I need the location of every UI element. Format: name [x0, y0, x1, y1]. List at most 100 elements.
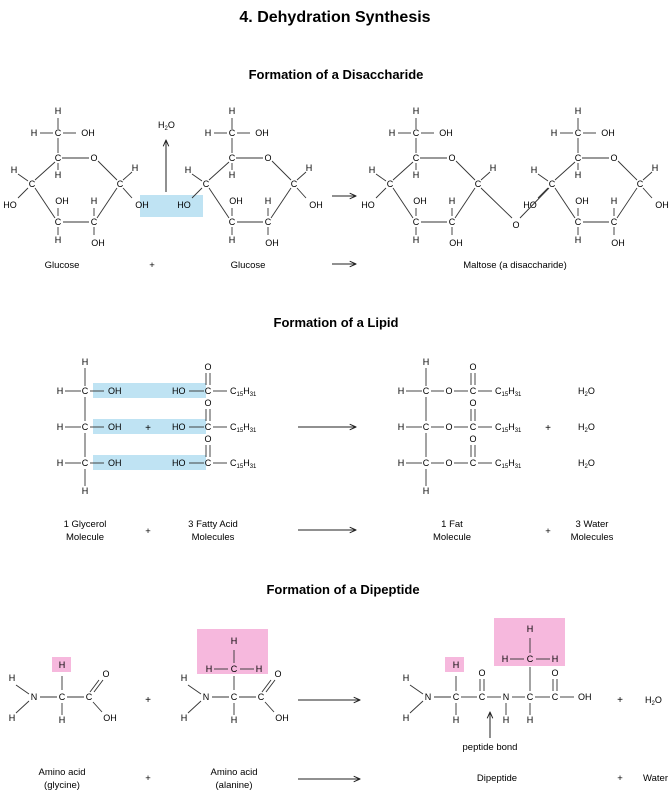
dipeptide-side-chain-highlight: [494, 618, 565, 666]
bond: [208, 161, 230, 181]
bond: [191, 187, 203, 199]
bond: [554, 187, 576, 219]
atom-label: HO: [361, 200, 375, 210]
bond: [537, 187, 549, 199]
bond: [616, 187, 638, 219]
atom-label: H: [413, 235, 420, 245]
atom-label: C: [231, 664, 238, 674]
atom-label: O: [469, 434, 476, 444]
atom-label: C: [265, 217, 272, 227]
atom-label: H: [265, 196, 272, 206]
atom-label: OH: [578, 692, 592, 702]
water-removal-highlight: [140, 195, 203, 217]
atom-label: H: [423, 357, 430, 367]
atom-label: H: [256, 664, 263, 674]
atom-label: C: [29, 179, 36, 189]
atom-label: C: [203, 179, 210, 189]
atom-label: H: [531, 165, 538, 175]
glycine-label-line-2: (glycine): [44, 780, 80, 791]
atom-label: C: [449, 217, 456, 227]
atom-label: C: [55, 128, 62, 138]
atom-label: H: [398, 386, 405, 396]
atom-label: H: [229, 106, 236, 116]
atom-label: C: [205, 422, 212, 432]
atom-label: H: [413, 106, 420, 116]
atom-label: OH: [413, 196, 427, 206]
atom-label: H: [55, 106, 62, 116]
alanine-side-chain-highlight: [197, 629, 268, 674]
atom-label: H: [11, 165, 18, 175]
glucose-label-2: Glucose: [231, 260, 266, 271]
atom-label: C: [86, 692, 93, 702]
atom-label: C: [552, 692, 559, 702]
bond: [296, 171, 307, 181]
atom-label: H: [575, 106, 582, 116]
atom-label: C: [258, 692, 265, 702]
bond: [92, 701, 103, 713]
dipeptide-plus-1: +: [145, 695, 151, 706]
atom-label: C: [229, 128, 236, 138]
atom-label: H: [527, 624, 534, 634]
atom-label: H: [231, 715, 238, 725]
disaccharide-plus: +: [149, 260, 155, 271]
atom-label: OH: [108, 422, 122, 432]
bond: [264, 701, 275, 713]
atom-label: H: [132, 163, 139, 173]
atom-label: N: [31, 692, 38, 702]
lipid-heading: Formation of a Lipid: [274, 315, 399, 330]
fat-label-line-2: Molecule: [433, 532, 471, 543]
bond: [392, 161, 414, 181]
bond: [34, 161, 56, 181]
water-label: Water: [643, 773, 668, 784]
bond: [296, 187, 307, 199]
atom-label: C: [82, 422, 89, 432]
atom-label: O: [512, 220, 519, 230]
atom-label: O: [274, 669, 281, 679]
dipeptide-water: H2O: [645, 695, 662, 707]
bond: [537, 173, 549, 182]
atom-label: H: [9, 713, 16, 723]
atom-label: OH: [275, 713, 289, 723]
atom-label: C: [575, 153, 582, 163]
bond: [97, 160, 118, 181]
dipeptide-label-plus-2: +: [617, 773, 623, 784]
water-label-line-1: 3 Water: [576, 519, 609, 530]
bond: [15, 700, 30, 714]
atom-label: C: [475, 179, 482, 189]
bond: [122, 171, 133, 181]
bond: [480, 187, 513, 219]
atom-label: C: [205, 386, 212, 396]
atom-label: OH: [103, 713, 117, 723]
bond: [191, 173, 203, 182]
atom-label: OH: [575, 196, 589, 206]
bond: [17, 187, 29, 199]
atom-label: H: [453, 660, 460, 670]
dipeptide-heading: Formation of a Dipeptide: [266, 582, 419, 597]
atom-label: H: [82, 357, 89, 367]
atom-label: OH: [135, 200, 149, 210]
atom-label: H: [502, 654, 509, 664]
atom-label: H: [185, 165, 192, 175]
atom-label: H: [575, 170, 582, 180]
bond: [642, 187, 653, 199]
atom-label: C: [527, 654, 534, 664]
atom-label: H: [55, 235, 62, 245]
svg-text:H2O: H2O: [645, 695, 662, 707]
atom-label: C: [527, 692, 534, 702]
atom-label: H: [398, 422, 405, 432]
fatty-acid-label-line-2: Molecules: [192, 532, 235, 543]
fatty-acid-chain: C15H31: [495, 458, 522, 470]
svg-text:H2O: H2O: [158, 120, 175, 132]
atom-label: H: [181, 673, 188, 683]
atom-label: O: [445, 422, 452, 432]
atom-label: OH: [108, 458, 122, 468]
atom-label: HO: [3, 200, 17, 210]
fatty-acid-chain: C15H31: [230, 458, 257, 470]
bond: [265, 679, 276, 693]
